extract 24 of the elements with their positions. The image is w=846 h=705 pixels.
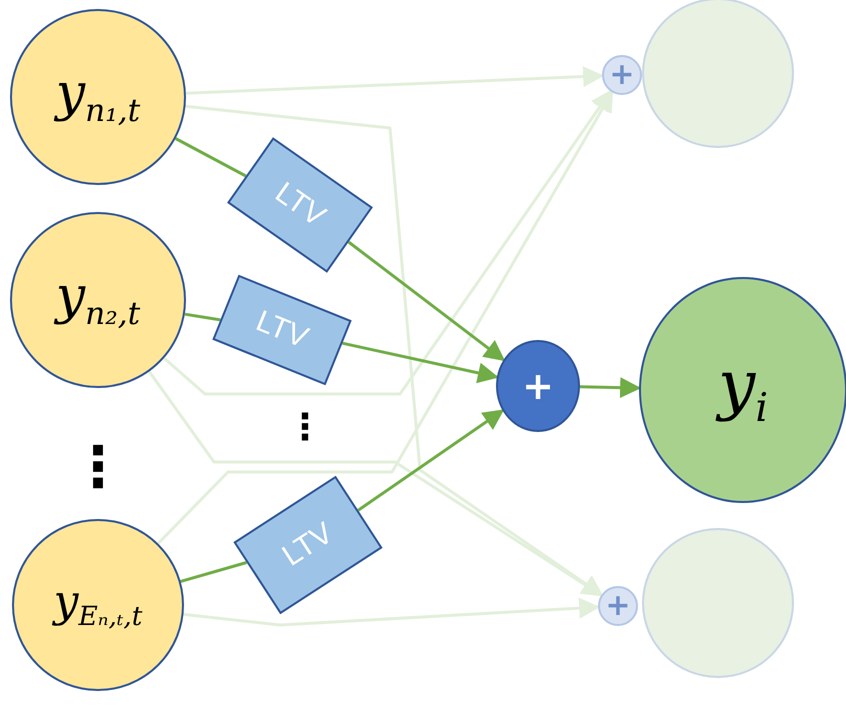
block-label: LTV <box>276 516 340 574</box>
arrow <box>163 90 612 396</box>
math-label: y$_{n₁,t}$ <box>56 66 140 128</box>
faded-sum-circle <box>598 586 638 626</box>
block-label: LTV <box>251 304 313 356</box>
arrow <box>357 409 504 512</box>
arrow <box>148 370 603 596</box>
arrow <box>157 90 614 545</box>
plus-sign: + <box>609 60 635 90</box>
plus-sign: + <box>522 367 554 405</box>
plus-sign: + <box>605 591 631 621</box>
ellipsis-label: ⋮ <box>70 440 126 496</box>
arrow <box>183 598 600 626</box>
block-label: LTV <box>268 176 332 234</box>
math-label: y$_{i}$ <box>718 352 768 428</box>
faded-sum-circle <box>602 55 642 95</box>
arrow <box>348 240 506 362</box>
arrow <box>186 66 604 95</box>
arrow <box>185 104 604 596</box>
math-label: y$_{Eₙ,ₜ,t}$ <box>54 580 142 630</box>
arrow <box>580 377 642 398</box>
arrow <box>342 342 499 384</box>
math-label: y$_{n₂,t}$ <box>56 270 140 330</box>
ellipsis-label: ⋮ <box>287 410 323 446</box>
